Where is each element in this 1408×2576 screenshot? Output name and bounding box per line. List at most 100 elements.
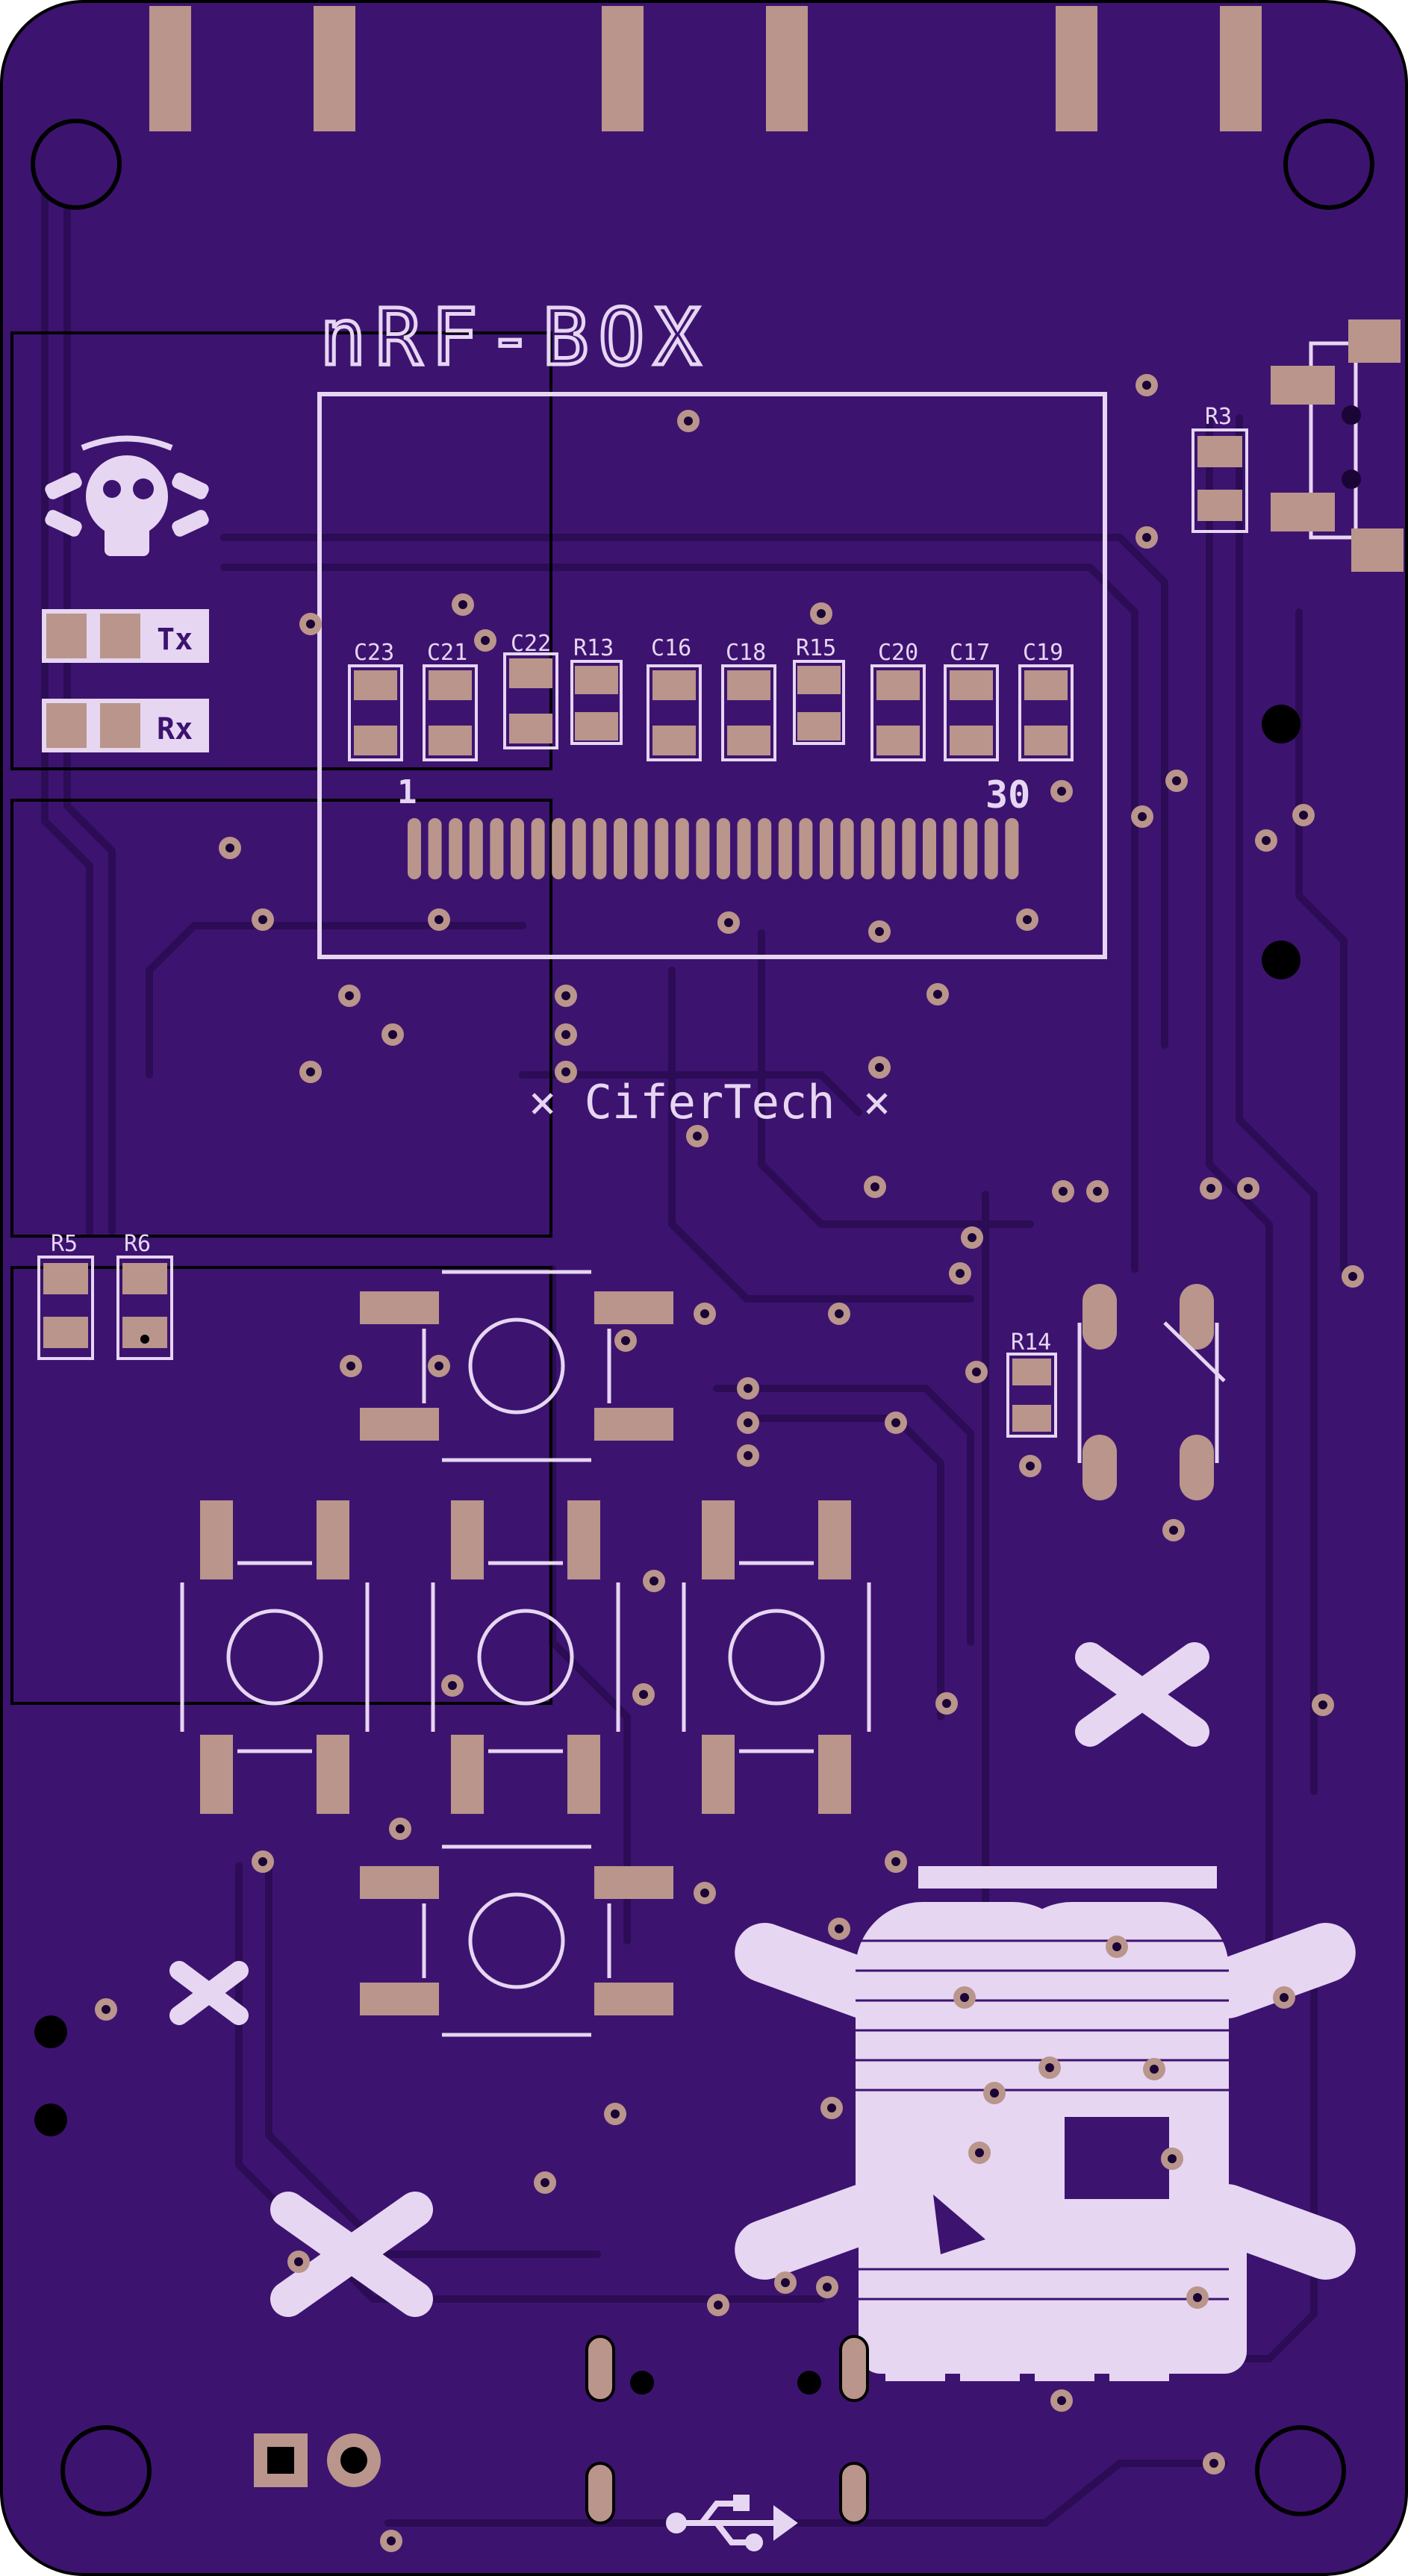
via-drill <box>700 1309 709 1318</box>
mounting-hole-top-right <box>1283 119 1374 210</box>
fpc-pin <box>634 818 648 879</box>
component-row: C23 C21 C22 R13 C16 C18 R15 C20 C17 C19 <box>354 631 1063 666</box>
via-drill <box>1280 1993 1289 2002</box>
via-drill <box>968 1233 976 1242</box>
via-drill <box>346 1362 355 1370</box>
fpc-connector-pins <box>408 818 1019 879</box>
via-drill <box>1299 811 1308 820</box>
via-drill <box>434 915 443 924</box>
via-drill <box>1112 1942 1121 1951</box>
via-drill <box>1026 1462 1035 1471</box>
fpc-pin <box>840 818 854 879</box>
fpc-pin <box>490 818 504 879</box>
x-mark-icon <box>169 1961 249 2025</box>
via-drill <box>724 918 733 927</box>
label-r13: R13 <box>573 635 614 661</box>
via-drill <box>817 609 826 618</box>
label-c20: C20 <box>878 640 918 666</box>
tactile-button <box>360 1844 673 2037</box>
fpc-pin <box>737 818 751 879</box>
via-drill <box>561 991 570 1000</box>
via-drill <box>960 1993 969 2002</box>
component-pads <box>348 652 1074 761</box>
fpc-pin <box>655 818 669 879</box>
via-drill <box>396 1824 405 1833</box>
fpc-pin <box>593 818 607 879</box>
tx-label: Tx <box>157 623 193 657</box>
via-drill <box>891 1857 900 1866</box>
via-drill <box>541 2178 549 2187</box>
fpc-pin <box>572 818 586 879</box>
via-drill <box>258 1857 267 1866</box>
via-drill <box>1318 1700 1327 1709</box>
mounting-hole-bottom-right <box>1255 2425 1346 2516</box>
via-drill <box>481 636 490 645</box>
via-drill <box>611 2109 620 2118</box>
connector-pin-30-label: 30 <box>985 773 1030 817</box>
label-c21: C21 <box>427 640 467 666</box>
x-mark-icon <box>270 2192 433 2317</box>
via-drill <box>434 1362 443 1370</box>
via-drill <box>933 990 942 999</box>
via-drill <box>1023 915 1032 924</box>
side-switch <box>1271 319 1404 572</box>
via-drill <box>714 2301 723 2310</box>
via-drill <box>684 417 693 425</box>
fpc-pin <box>1005 818 1019 879</box>
label-r5: R5 <box>51 1231 78 1257</box>
via-drill <box>1093 1187 1102 1196</box>
via-drill <box>744 1451 753 1460</box>
fpc-pin <box>531 818 545 879</box>
via-drill <box>823 2283 832 2292</box>
fpc-pin <box>511 818 524 879</box>
fpc-pin <box>923 818 936 879</box>
via-drill <box>1142 381 1151 390</box>
label-c19: C19 <box>1023 640 1063 666</box>
usb-symbol-icon <box>666 2495 798 2551</box>
via-drill <box>972 1367 981 1376</box>
fpc-pin <box>778 818 792 879</box>
edge-connector-pads <box>149 6 1262 131</box>
via-drill <box>1150 2065 1159 2074</box>
via-drill <box>1262 836 1271 845</box>
via-drill <box>1206 1184 1215 1193</box>
fpc-pin <box>408 818 421 879</box>
display-outline <box>317 392 1107 959</box>
tx-led: Tx <box>42 609 209 663</box>
fpc-pin <box>449 818 463 879</box>
fpc-pin <box>758 818 772 879</box>
via-drill <box>1348 1272 1357 1281</box>
fpc-pin <box>717 818 730 879</box>
fpc-pin <box>964 818 978 879</box>
via-drill <box>835 1924 844 1933</box>
fpc-pin <box>984 818 998 879</box>
connector-pin-1-label: 1 <box>397 773 417 811</box>
fpc-pin <box>881 818 895 879</box>
label-r15: R15 <box>796 635 836 661</box>
usb-connector <box>585 2335 869 2524</box>
fpc-pin <box>469 818 483 879</box>
resistors-r5-r6 <box>37 1256 173 1360</box>
via-drill <box>693 1132 702 1141</box>
slide-switch <box>1077 1284 1226 1500</box>
brand-label: × CiferTech × <box>529 1075 891 1129</box>
via-drill <box>306 620 315 629</box>
via-drill <box>561 1067 570 1076</box>
label-c16: C16 <box>651 635 691 661</box>
fpc-pin <box>428 818 442 879</box>
label-r3: R3 <box>1205 404 1232 430</box>
via-drill <box>990 2089 999 2098</box>
via-drill <box>875 1063 884 1072</box>
tactile-button <box>682 1500 871 1814</box>
header-pins <box>254 2433 381 2487</box>
via-drill <box>345 991 354 1000</box>
via-drill <box>387 2536 396 2545</box>
fpc-pin <box>552 818 566 879</box>
via-drill <box>744 1418 753 1427</box>
via-drill <box>225 843 234 852</box>
through-holes <box>34 705 1300 2395</box>
via-drill <box>975 2148 984 2157</box>
via-drill <box>1142 533 1151 542</box>
via-drill <box>1057 2396 1066 2405</box>
